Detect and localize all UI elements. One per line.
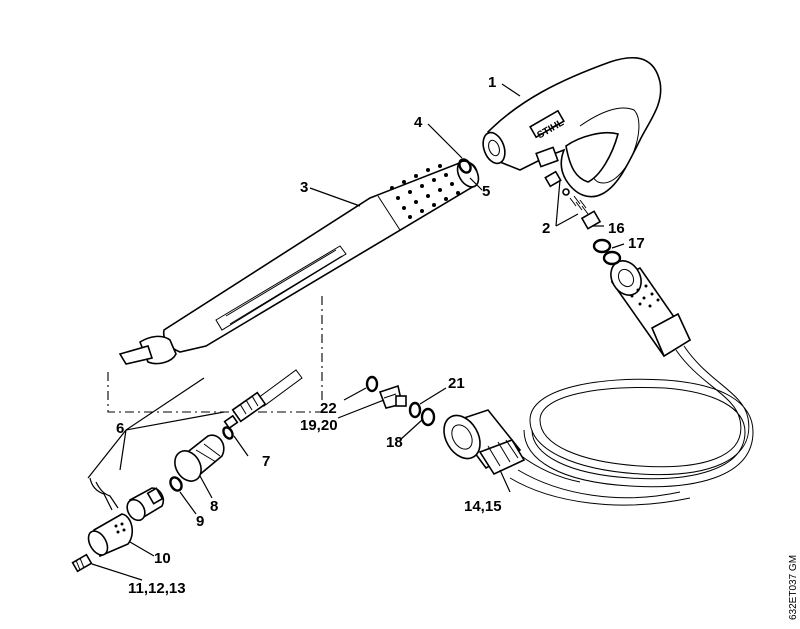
label-19-20: 19,20 xyxy=(300,417,338,434)
hose-coupling-14-15 xyxy=(443,409,526,476)
callout-numbers: 1 2 3 4 5 6 7 8 9 10 11,12,13 14,15 16 1… xyxy=(116,74,645,597)
group-bracket xyxy=(107,296,323,413)
o-rings xyxy=(169,158,622,492)
coupling-nut-8 xyxy=(174,434,225,482)
label-1: 1 xyxy=(488,74,496,91)
label-18: 18 xyxy=(386,434,403,451)
label-6: 6 xyxy=(116,420,124,437)
label-7: 7 xyxy=(262,453,270,470)
label-21: 21 xyxy=(448,375,465,392)
label-8: 8 xyxy=(210,498,218,515)
label-11-12-13: 11,12,13 xyxy=(128,580,186,597)
spray-gun-1: STIHL xyxy=(482,57,662,198)
nozzle-cap-10 xyxy=(87,513,134,558)
high-pressure-hose xyxy=(509,345,754,506)
label-14-15: 14,15 xyxy=(464,498,502,515)
label-10: 10 xyxy=(154,550,171,567)
leader-lines xyxy=(87,83,625,581)
label-9: 9 xyxy=(196,513,204,530)
label-17: 17 xyxy=(628,235,645,252)
label-5: 5 xyxy=(482,183,490,200)
retaining-clip-6 xyxy=(89,477,119,511)
nozzle-tip-11-12-13 xyxy=(71,553,93,573)
hose-gun-fitting xyxy=(610,260,692,358)
label-16: 16 xyxy=(608,220,625,237)
label-22: 22 xyxy=(320,400,337,417)
valve-parts-2 xyxy=(544,170,602,230)
nozzle-tube-7 xyxy=(223,369,303,430)
label-4: 4 xyxy=(414,114,423,131)
nozzle-insert-9 xyxy=(126,487,165,522)
label-2: 2 xyxy=(542,220,550,237)
drawing-code: 632ET037 GM xyxy=(788,555,799,620)
label-3: 3 xyxy=(300,179,308,196)
adapter-fitting-19-20 xyxy=(378,384,407,409)
